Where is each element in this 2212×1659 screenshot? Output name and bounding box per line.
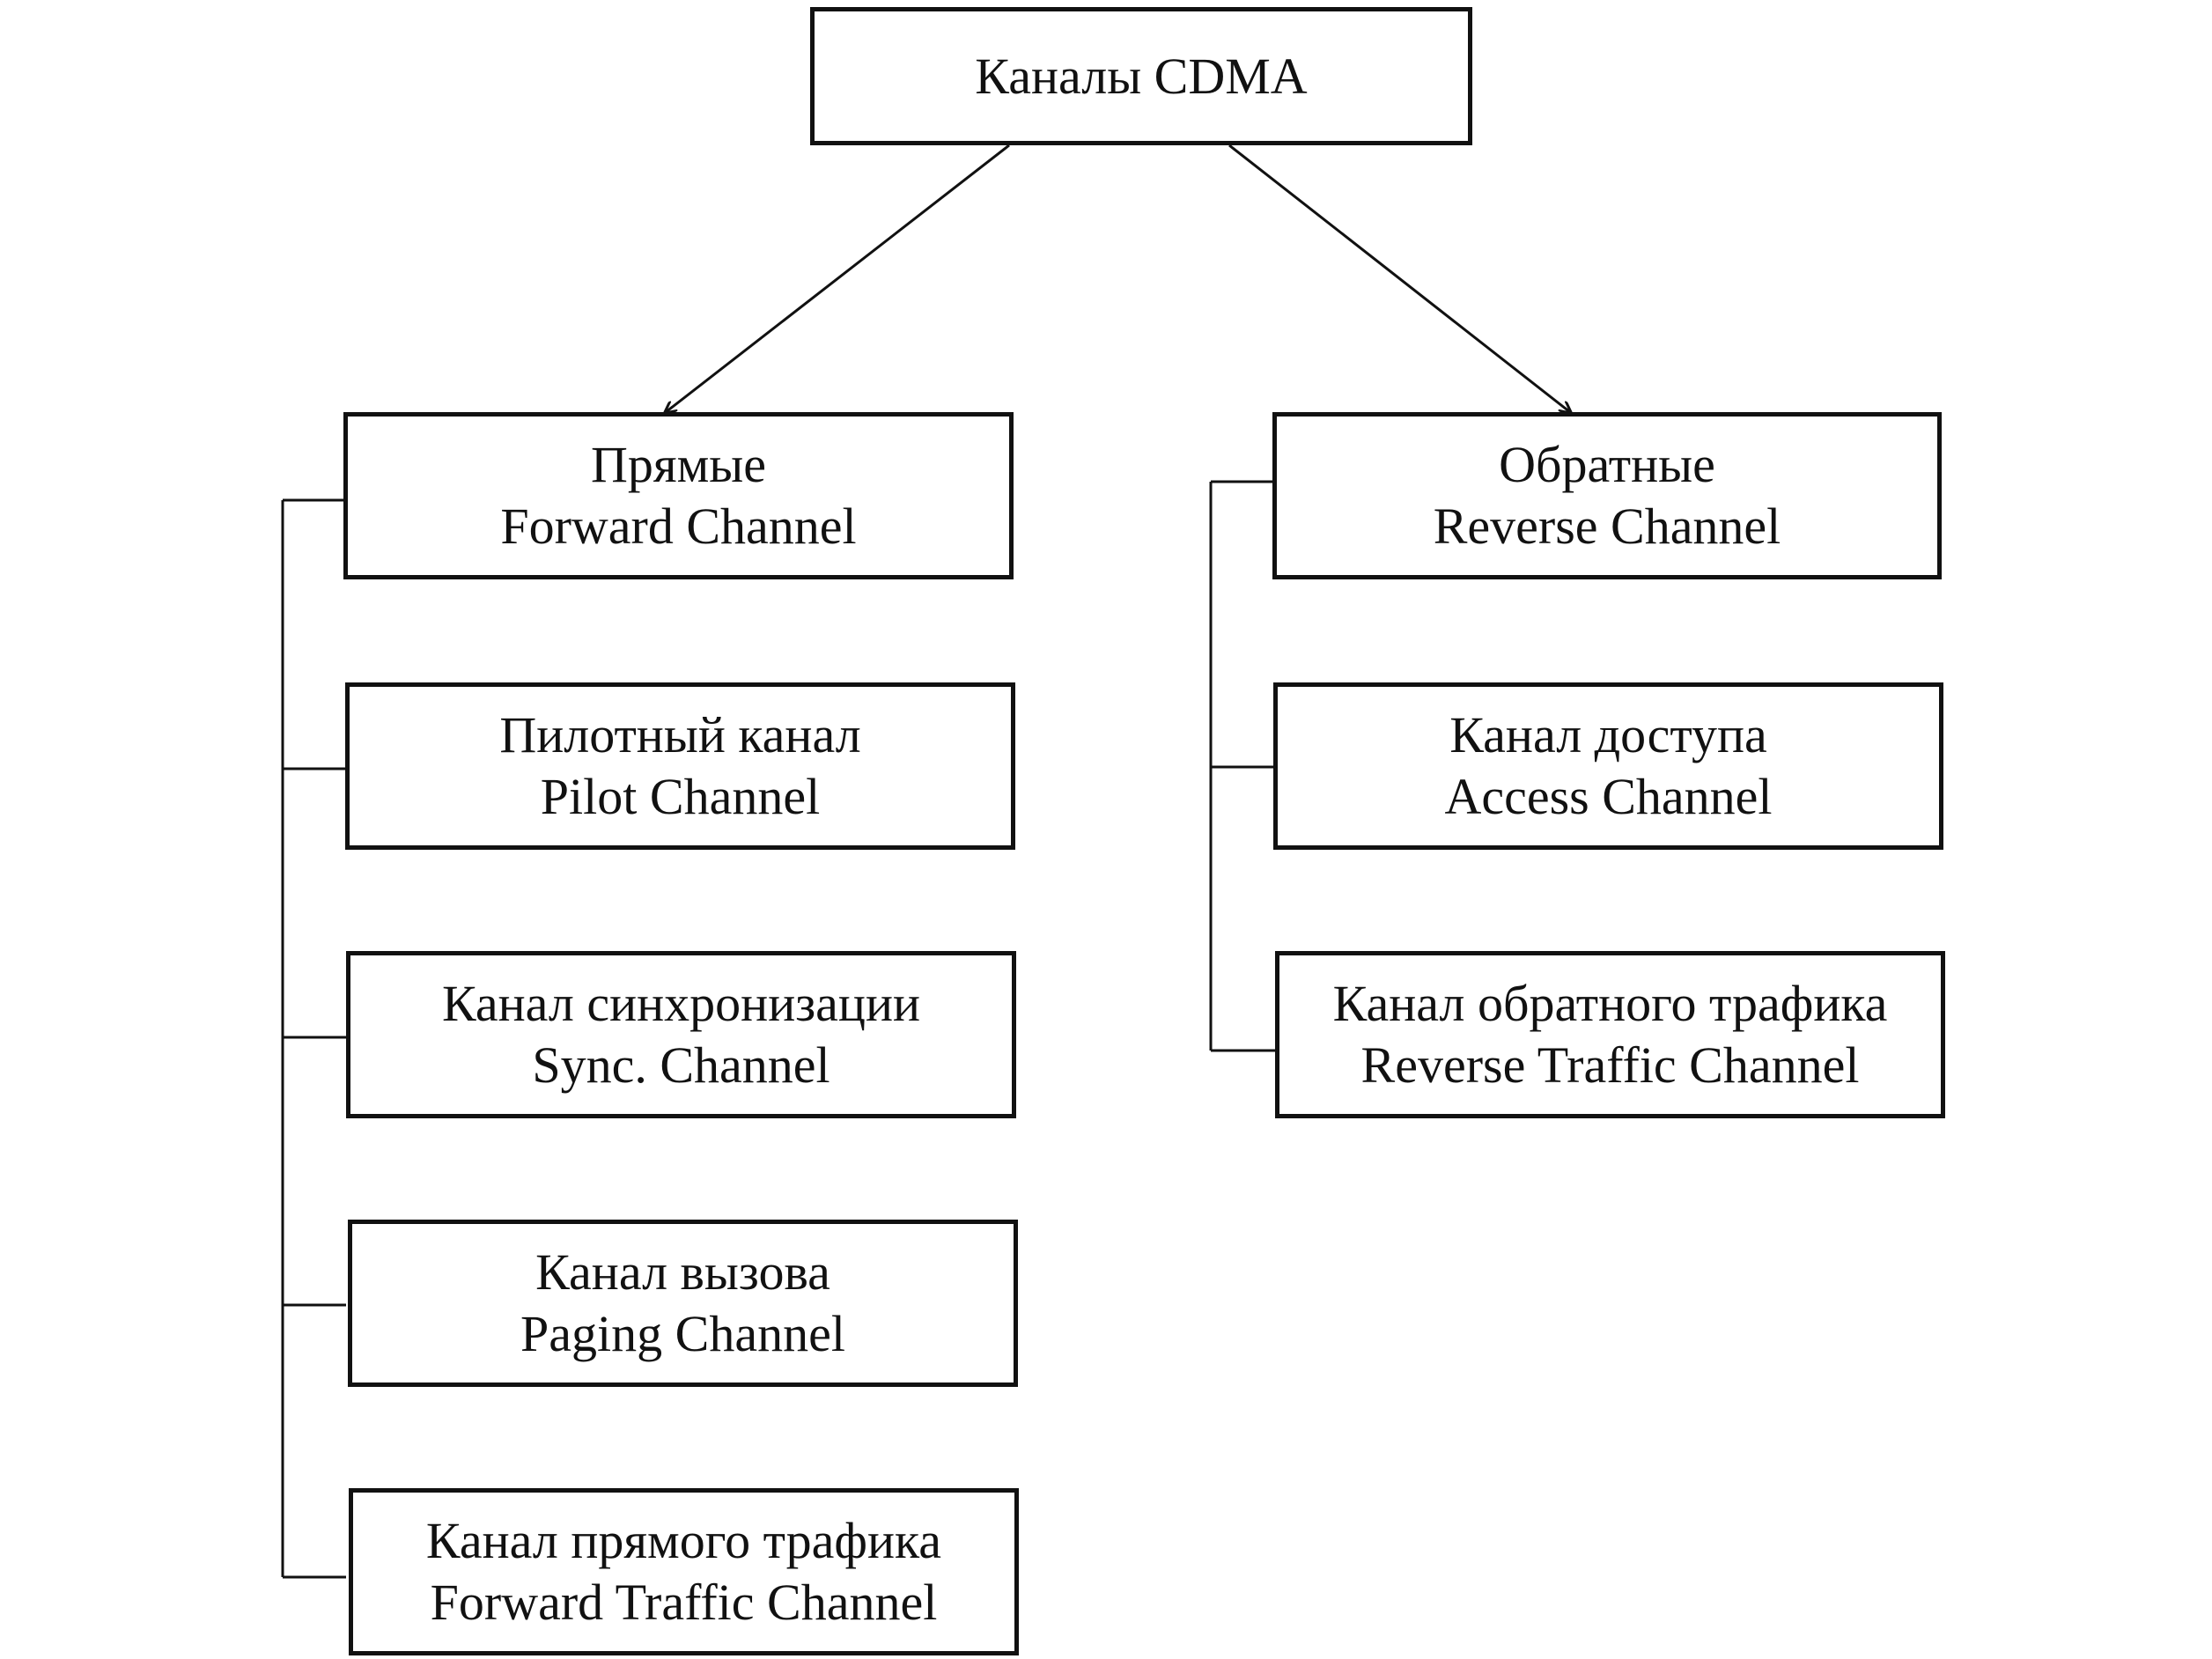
pilot-channel-label-ru: Пилотный канал xyxy=(499,706,861,763)
forward-node: Прямые Forward Channel xyxy=(343,412,1014,579)
access-channel-label-en: Access Channel xyxy=(1444,768,1773,825)
reverse-node: Обратные Reverse Channel xyxy=(1272,412,1942,579)
sync-channel-label-ru: Канал синхронизации xyxy=(441,975,921,1032)
reverse-traffic-channel-label-en: Reverse Traffic Channel xyxy=(1360,1036,1860,1094)
reverse-label-en: Reverse Channel xyxy=(1433,498,1781,555)
paging-channel-label-ru: Канал вызова xyxy=(535,1243,830,1301)
root-node: Каналы CDMA xyxy=(810,7,1472,145)
forward-bracket xyxy=(281,498,346,1579)
pilot-channel-label-en: Pilot Channel xyxy=(540,768,821,825)
access-channel-label-ru: Канал доступа xyxy=(1449,706,1767,763)
forward-label-ru: Прямые xyxy=(591,436,766,493)
root-label: Каналы CDMA xyxy=(975,47,1308,105)
sync-channel-node: Канал синхронизации Sync. Channel xyxy=(346,951,1016,1118)
forward-traffic-channel-node: Канал прямого трафика Forward Traffic Ch… xyxy=(349,1488,1019,1655)
reverse-label-ru: Обратные xyxy=(1499,436,1715,493)
forward-traffic-channel-label-ru: Канал прямого трафика xyxy=(425,1512,942,1569)
access-channel-node: Канал доступа Access Channel xyxy=(1273,682,1943,850)
paging-channel-label-en: Paging Channel xyxy=(520,1305,845,1362)
sync-channel-label-en: Sync. Channel xyxy=(532,1036,830,1094)
forward-traffic-channel-label-en: Forward Traffic Channel xyxy=(430,1574,938,1631)
paging-channel-node: Канал вызова Paging Channel xyxy=(348,1220,1018,1387)
forward-label-en: Forward Channel xyxy=(500,498,857,555)
reverse-traffic-channel-node: Канал обратного трафика Reverse Traffic … xyxy=(1275,951,1945,1118)
reverse-bracket xyxy=(1209,480,1275,1052)
arrow-to-reverse xyxy=(1228,144,1570,412)
reverse-traffic-channel-label-ru: Канал обратного трафика xyxy=(1332,975,1888,1032)
pilot-channel-node: Пилотный канал Pilot Channel xyxy=(345,682,1015,850)
arrow-to-forward xyxy=(666,144,1010,412)
